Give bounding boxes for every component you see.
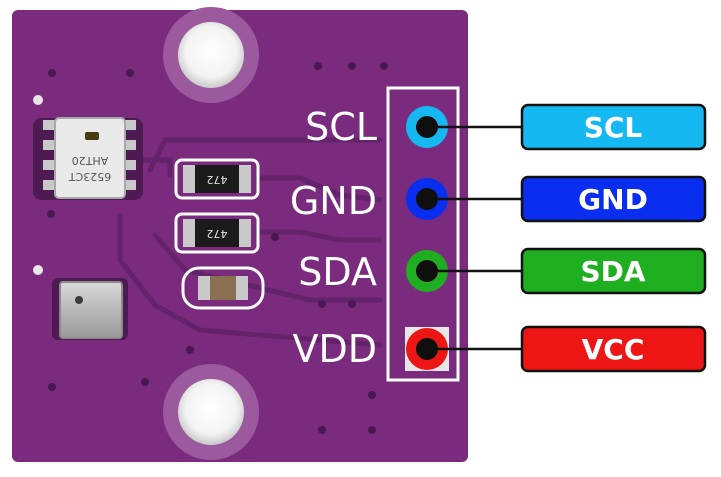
pin-label-scl: SCL (584, 111, 643, 144)
silk-label-sda: SDA (298, 250, 377, 294)
resistor-2: 472 (176, 214, 258, 252)
aht20-sensor-chip: AHT20 6523CT (33, 118, 143, 200)
pin-label-box-gnd: GND (522, 177, 705, 221)
pin-label-gnd: GND (578, 183, 648, 216)
resistor-1: 472 (176, 160, 258, 198)
silk-label-gnd: GND (290, 179, 377, 223)
pin-label-box-sda: SDA (522, 249, 705, 293)
resistor-2-label: 472 (207, 227, 228, 240)
aht20-chip-label-line1: AHT20 (72, 154, 109, 167)
mounting-hole-top (163, 7, 259, 103)
silk-dot (33, 95, 43, 105)
silk-dot (33, 265, 43, 275)
pin-label-box-scl: SCL (522, 105, 705, 149)
pin-label-box-vcc: VCC (522, 327, 705, 371)
resistor-1-label: 472 (207, 173, 228, 186)
aht20-chip-label-line2: 6523CT (69, 170, 112, 183)
pin-label-sda: SDA (580, 255, 645, 288)
silk-label-scl: SCL (305, 105, 377, 149)
mounting-hole-bottom (163, 364, 259, 460)
bmp-sensor-chip (52, 278, 128, 340)
silk-label-vdd: VDD (292, 327, 377, 371)
pin-label-vcc: VCC (582, 333, 645, 366)
